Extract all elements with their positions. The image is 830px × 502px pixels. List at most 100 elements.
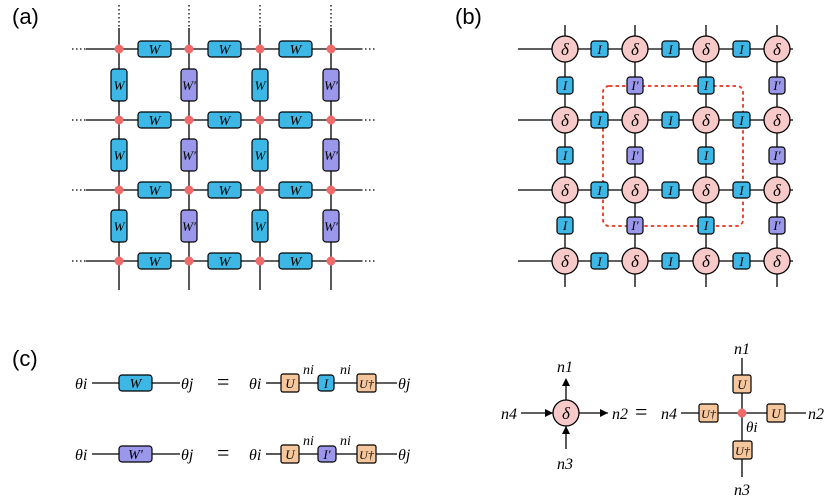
svg-text:δ: δ	[561, 111, 570, 130]
svg-text:W: W	[149, 43, 162, 58]
n1-label: n1	[557, 359, 573, 376]
svg-text:W′: W′	[182, 78, 196, 93]
svg-text:W: W	[290, 114, 303, 129]
svg-text:W: W	[219, 114, 232, 129]
wprime-tensor-vertical: W′	[322, 68, 340, 102]
svg-text:W: W	[149, 114, 162, 129]
svg-text:W: W	[219, 255, 232, 270]
equals-sign: =	[217, 369, 229, 394]
i-tensor: I	[732, 40, 751, 58]
svg-text:W′: W′	[324, 78, 338, 93]
w-tensor-vertical: W	[251, 68, 269, 102]
delta-tensor: δ	[692, 106, 720, 134]
svg-text:I′: I′	[630, 218, 638, 233]
wprime-tensor-vertical: W′	[180, 68, 198, 102]
i-tensor-vertical: I	[697, 76, 715, 95]
n4-label: n4	[501, 406, 517, 423]
i-tensor: I	[590, 181, 609, 199]
svg-text:δ: δ	[562, 404, 571, 423]
svg-text:I: I	[562, 218, 568, 233]
w-tensor-vertical: W	[110, 68, 128, 102]
i-tensor-vertical: I	[556, 76, 574, 95]
svg-text:I: I	[596, 113, 602, 128]
svg-text:θj: θj	[398, 376, 411, 393]
equals-sign: =	[217, 440, 229, 465]
svg-text:I: I	[667, 42, 673, 57]
theta-j-label: θj	[181, 447, 194, 464]
svg-text:δ: δ	[773, 181, 782, 200]
svg-text:δ: δ	[702, 181, 711, 200]
svg-text:δ: δ	[631, 252, 640, 271]
svg-text:I: I	[703, 218, 709, 233]
n-i-label: ni	[340, 363, 351, 378]
svg-text:W′: W′	[324, 148, 338, 163]
i-tensor: I	[732, 252, 751, 270]
n2-label: n2	[612, 406, 628, 423]
svg-text:n1: n1	[734, 341, 750, 358]
svg-text:I′: I′	[630, 78, 638, 93]
svg-text:W: W	[255, 219, 267, 234]
panel-label-a: (a)	[12, 4, 39, 29]
svg-text:δ: δ	[631, 181, 640, 200]
i-tensor-vertical: I	[697, 216, 715, 235]
wprime-tensor-vertical: W′	[180, 209, 198, 243]
theta-i-label: θi	[746, 420, 758, 436]
n-i-label: ni	[303, 434, 314, 449]
svg-text:δ: δ	[631, 40, 640, 59]
svg-text:W: W	[219, 184, 232, 199]
svg-text:I: I	[703, 148, 709, 163]
svg-text:δ: δ	[561, 181, 570, 200]
w-tensor: W	[278, 40, 313, 58]
svg-text:W′: W′	[182, 148, 196, 163]
svg-text:I: I	[596, 42, 602, 57]
delta-tensor: δ	[763, 176, 791, 204]
i-tensor: I	[732, 111, 751, 129]
iprime-tensor-vertical: I′	[626, 216, 644, 235]
svg-text:I: I	[667, 113, 673, 128]
svg-text:W: W	[255, 78, 267, 93]
i-tensor: I	[590, 40, 609, 58]
delta-tensor: δ	[763, 106, 791, 134]
delta-tensor: δ	[692, 35, 720, 63]
i-tensor: I	[590, 111, 609, 129]
equals-sign: =	[635, 399, 647, 424]
delta-tensor: δ	[621, 106, 649, 134]
svg-text:W: W	[149, 184, 162, 199]
iprime-tensor-vertical: I′	[626, 76, 644, 95]
svg-text:W: W	[290, 184, 303, 199]
svg-text:n4: n4	[661, 406, 677, 423]
svg-text:δ: δ	[702, 252, 711, 271]
svg-text:W: W	[290, 43, 303, 58]
svg-text:U: U	[285, 376, 296, 391]
w-tensor: W	[207, 252, 242, 270]
svg-text:I: I	[738, 42, 744, 57]
svg-text:δ: δ	[773, 40, 782, 59]
iprime-tensor-vertical: I′	[768, 216, 786, 235]
svg-text:W: W	[149, 255, 162, 270]
delta-tensor: δ	[763, 35, 791, 63]
iprime-tensor-vertical: I′	[768, 146, 786, 165]
svg-text:U: U	[737, 377, 748, 392]
iprime-tensor-vertical: I′	[768, 76, 786, 95]
svg-text:δ: δ	[702, 40, 711, 59]
delta-tensor: δ	[692, 176, 720, 204]
equation-wprime: θi W′ θj = θi U ni I′ ni U† θj	[75, 434, 411, 465]
svg-text:I: I	[703, 78, 709, 93]
w-tensor-vertical: W	[251, 138, 269, 172]
svg-text:δ: δ	[773, 252, 782, 271]
svg-text:I: I	[562, 148, 568, 163]
delta-tensor: δ	[551, 106, 579, 134]
svg-text:I′: I′	[322, 447, 330, 462]
svg-text:W: W	[114, 78, 126, 93]
lattice-site-nodes	[114, 44, 336, 266]
i-tensor-vertical: I	[556, 146, 574, 165]
w-tensor: W	[278, 252, 313, 270]
w-tensor: W	[207, 111, 242, 129]
w-tensor: W	[137, 181, 172, 199]
iprime-tensor-vertical: I′	[626, 146, 644, 165]
w-tensor-vertical: W	[110, 138, 128, 172]
w-tensor: W	[137, 252, 172, 270]
equation-w: θi W θj = θi U ni I ni U† θj	[75, 363, 411, 394]
svg-text:I′: I′	[630, 148, 638, 163]
svg-text:I′: I′	[772, 218, 780, 233]
